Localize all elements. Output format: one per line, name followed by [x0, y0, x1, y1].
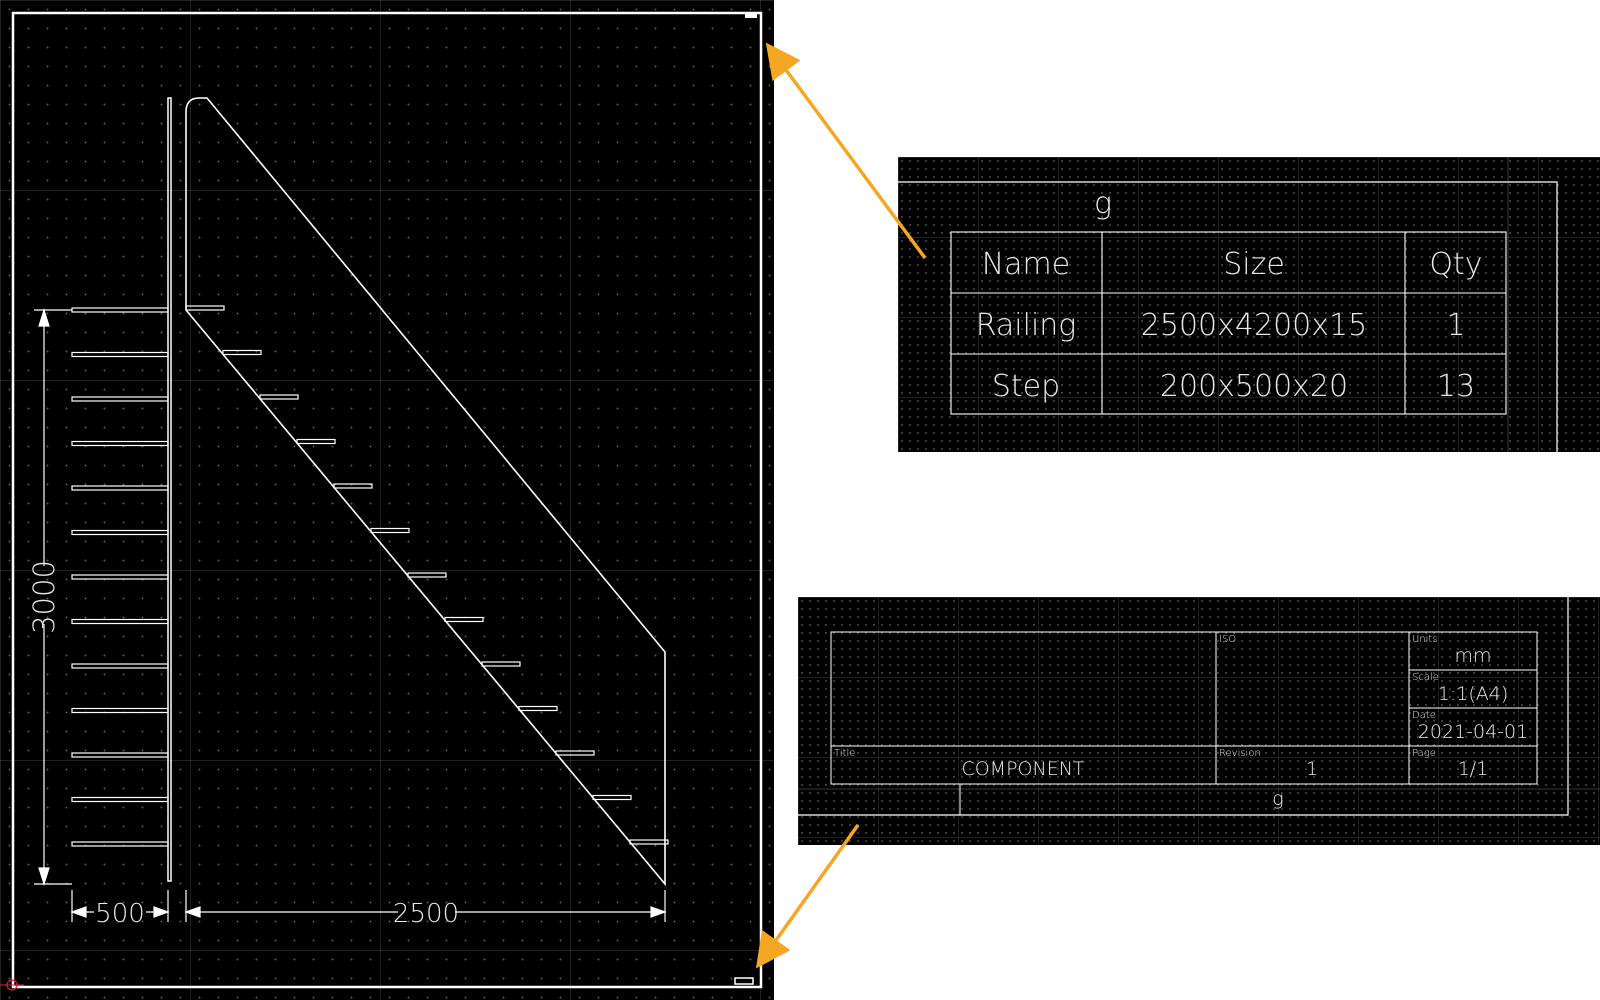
railing-outline [185, 97, 666, 887]
dimension-span [184, 890, 667, 922]
scale-value: 1:1(A4) [1438, 683, 1509, 705]
dimension-step-width-label: 500 [95, 899, 145, 929]
revision-value: 1 [1306, 758, 1318, 780]
scale-label: Scale [1412, 672, 1439, 683]
post-step [71, 307, 169, 313]
stair-tread [333, 483, 373, 489]
units-label: Units [1412, 634, 1438, 645]
bom-caption: g [1094, 186, 1112, 221]
units-value: mm [1454, 645, 1491, 667]
post-step [71, 574, 169, 580]
title-block-zoom-view[interactable]: ISO Units Scale Date Title Revision Page… [798, 597, 1600, 845]
post-step [71, 618, 169, 625]
bom-table-cell: Step [992, 369, 1060, 404]
title-footer: g [1272, 788, 1283, 810]
bom-table-cell: Railing [976, 308, 1077, 343]
stair-tread [370, 527, 410, 534]
post-step [71, 440, 169, 447]
post-step [71, 707, 169, 714]
iso-label: ISO [1219, 634, 1236, 645]
post-step [71, 529, 169, 536]
bom-header-cell: Qty [1429, 247, 1482, 282]
bom-table-cell: 1 [1446, 308, 1465, 343]
title-block-svg: ISO Units Scale Date Title Revision Page… [798, 597, 1600, 816]
title-block-grid [830, 631, 1538, 815]
sheet-corner-mark-top [745, 12, 757, 18]
stair-tread [444, 616, 484, 623]
stair-tread [222, 349, 262, 356]
post-step [71, 796, 169, 803]
bom-table [950, 231, 1507, 415]
drawing-svg: 3000 500 2500 [0, 11, 763, 991]
stair-tread [407, 572, 447, 578]
post-step [71, 396, 169, 402]
dimension-height [34, 307, 72, 887]
stair-tread [259, 394, 299, 400]
bom-sheet-border [898, 181, 1558, 452]
stair-tread [555, 750, 595, 756]
callout-arrow-title-block [755, 823, 860, 969]
page-value: 1/1 [1458, 758, 1489, 780]
bom-header-cell: Name [982, 247, 1071, 282]
sheet-border [11, 11, 763, 989]
post-step [71, 752, 169, 758]
sheet-corner-mark-bottom [734, 977, 754, 985]
dimension-step-width [70, 890, 170, 922]
title-sheet-border [798, 597, 1569, 816]
post-step [71, 841, 169, 847]
post-step [71, 663, 169, 669]
bom-table-cell: 200x500x20 [1160, 369, 1348, 404]
dimension-span-label: 2500 [393, 899, 459, 929]
title-label: Title [834, 748, 855, 759]
dimension-height-label: 3000 [27, 560, 61, 634]
post-steps [71, 307, 169, 847]
stair-tread [185, 305, 225, 311]
bom-header-cell: Size [1223, 247, 1285, 282]
date-value: 2021-04-01 [1418, 721, 1528, 743]
stair-treads [185, 305, 669, 845]
date-label: Date [1412, 710, 1436, 721]
stair-tread [518, 705, 558, 712]
revision-label: Revision [1219, 748, 1261, 759]
stair-tread [629, 839, 669, 845]
page-label: Page [1412, 748, 1436, 759]
drawing-canvas[interactable]: 3000 500 2500 [0, 0, 774, 1000]
post-step [71, 485, 169, 491]
bom-table-cell: 13 [1437, 369, 1475, 404]
stair-tread [296, 438, 336, 445]
stair-tread [481, 661, 521, 667]
post-step [71, 351, 169, 358]
stair-tread [592, 794, 632, 801]
title-value: COMPONENT [961, 758, 1084, 780]
bom-table-cell: 2500x4200x15 [1141, 308, 1367, 343]
